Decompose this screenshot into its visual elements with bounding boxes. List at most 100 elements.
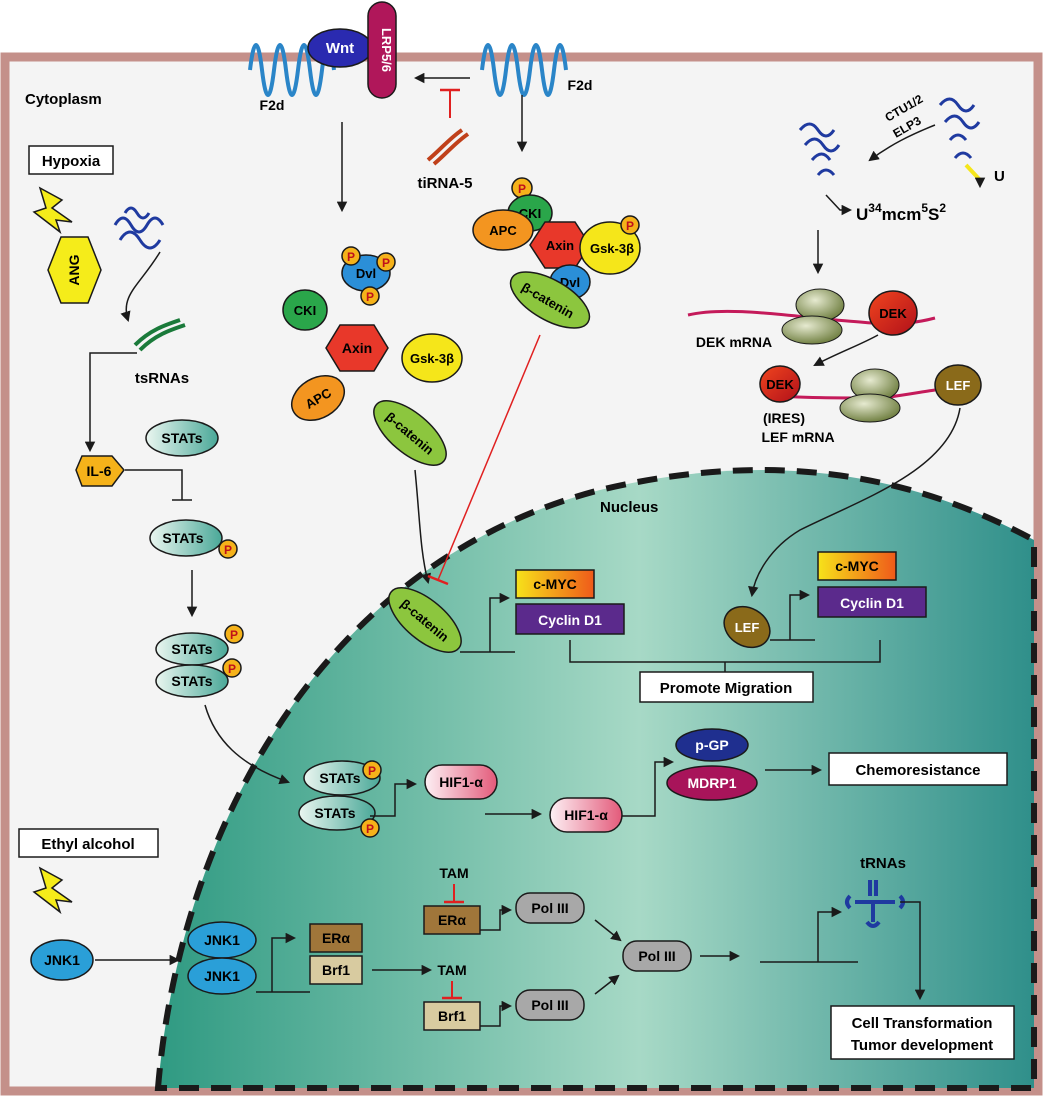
pol3-box — [622, 940, 692, 972]
ires-label: (IRES) — [763, 410, 805, 426]
beta-catenin-ellipse — [373, 400, 447, 466]
cmyc-label: c-MYC — [835, 558, 879, 574]
cyclin-d1-label: Cyclin D1 — [840, 595, 904, 611]
cki-ellipse — [282, 289, 328, 331]
gsk-label: Gsk-3β — [410, 351, 454, 366]
ang-hexagon — [47, 236, 102, 304]
lef-ellipse — [934, 364, 982, 406]
tsrnas-label: tsRNAs — [135, 370, 189, 387]
axin-label: Axin — [342, 340, 372, 356]
ethyl-alcohol-label: Ethyl alcohol — [41, 836, 134, 853]
chemoresistance-box — [828, 752, 1008, 786]
u34-label: U34mcm5S2 — [856, 201, 946, 224]
il6-shape — [75, 455, 125, 487]
phospho-icon — [224, 624, 244, 644]
cyclin-d1-box — [817, 586, 927, 618]
tam-label: TAM — [437, 962, 466, 978]
cyclin-d1-box — [515, 603, 625, 635]
pol3-label: Pol III — [638, 948, 675, 964]
wnt-label: Wnt — [326, 40, 354, 57]
stats-ellipse — [155, 664, 229, 698]
brf1-label: Brf1 — [322, 962, 350, 978]
phospho-icon — [620, 215, 640, 235]
phospho-icon — [360, 818, 380, 838]
cmyc-box — [515, 569, 595, 599]
mdrp1-label: MDRP1 — [687, 775, 736, 791]
phospho-icon — [341, 246, 361, 266]
stats-label: STATs — [171, 673, 212, 689]
phospho-label: P — [347, 250, 355, 264]
cell-transformation-label: Cell Transformation — [852, 1015, 993, 1032]
apc-ellipse — [291, 374, 345, 422]
chemoresistance-label: Chemoresistance — [855, 762, 980, 779]
hypoxia-label: Hypoxia — [42, 153, 101, 170]
ribosome-icon — [839, 393, 901, 423]
ang-label: ANG — [66, 254, 82, 285]
beta-catenin-ellipse — [388, 587, 462, 653]
trnas-label: tRNAs — [860, 855, 906, 872]
phospho-label: P — [368, 764, 376, 778]
f2d-label: F2d — [260, 97, 285, 113]
phospho-icon — [360, 286, 380, 306]
stats-ellipse — [298, 795, 376, 831]
hif1a-label: HIF1-α — [564, 807, 608, 823]
jnk1-ellipse — [187, 957, 257, 995]
dek-label: DEK — [879, 306, 907, 321]
pgp-label: p-GP — [695, 737, 728, 753]
lrp-box — [367, 1, 397, 99]
mdrp1-ellipse — [666, 765, 758, 801]
uridine-label: U — [994, 168, 1005, 185]
era-label: ERα — [322, 930, 350, 946]
stats-label: STATs — [171, 641, 212, 657]
jnk1-label: JNK1 — [204, 968, 240, 984]
lrp-label: LRP5/6 — [379, 28, 394, 72]
phospho-label: P — [518, 182, 526, 196]
phospho-label: P — [228, 662, 236, 676]
era-label: ERα — [438, 912, 466, 928]
hif1a-label: HIF1-α — [439, 774, 483, 790]
cell-transformation-box — [830, 1005, 1015, 1060]
cki-label: CKI — [294, 303, 316, 318]
pol3-box — [515, 989, 585, 1021]
f2d-label: F2d — [568, 77, 593, 93]
apc-label: APC — [489, 223, 517, 238]
lef-ellipse — [723, 605, 771, 649]
dvl-label: Dvl — [356, 266, 376, 281]
era-box — [309, 923, 363, 953]
hypoxia-box — [28, 145, 114, 175]
ribosome-icon — [781, 315, 843, 345]
phospho-icon — [362, 760, 382, 780]
tumor-development-label: Tumor development — [851, 1037, 993, 1054]
phospho-label: P — [382, 256, 390, 270]
dek-ellipse — [759, 365, 801, 403]
pol3-label: Pol III — [531, 997, 568, 1013]
dek-label: DEK — [766, 377, 794, 392]
jnk1-label: JNK1 — [44, 952, 80, 968]
phospho-icon — [376, 252, 396, 272]
beta-catenin-ellipse — [509, 271, 591, 329]
stats-label: STATs — [319, 770, 360, 786]
jnk1-label: JNK1 — [204, 932, 240, 948]
tsrna-icon — [133, 318, 186, 352]
jnk1-ellipse — [30, 939, 94, 981]
frizzled-receptor — [480, 43, 568, 97]
lightning-icon — [32, 186, 73, 235]
stats-ellipse — [149, 519, 223, 557]
phospho-label: P — [366, 822, 374, 836]
axin-label: Axin — [546, 238, 574, 253]
cmyc-box — [817, 551, 897, 581]
trna-structure-icon — [938, 97, 981, 159]
stats-label: STATs — [162, 530, 203, 546]
lightning-icon — [32, 866, 73, 915]
era-box — [423, 905, 481, 935]
dek-mrna-label: DEK mRNA — [696, 334, 772, 350]
pol3-box — [515, 892, 585, 924]
lef-label: LEF — [946, 378, 971, 393]
tam-label: TAM — [439, 865, 468, 881]
promote-migration-label: Promote Migration — [660, 680, 793, 697]
hif1a-box — [424, 764, 498, 800]
stats-ellipse — [303, 760, 381, 796]
gsk-ellipse — [401, 333, 463, 383]
stats-ellipse — [145, 419, 219, 457]
